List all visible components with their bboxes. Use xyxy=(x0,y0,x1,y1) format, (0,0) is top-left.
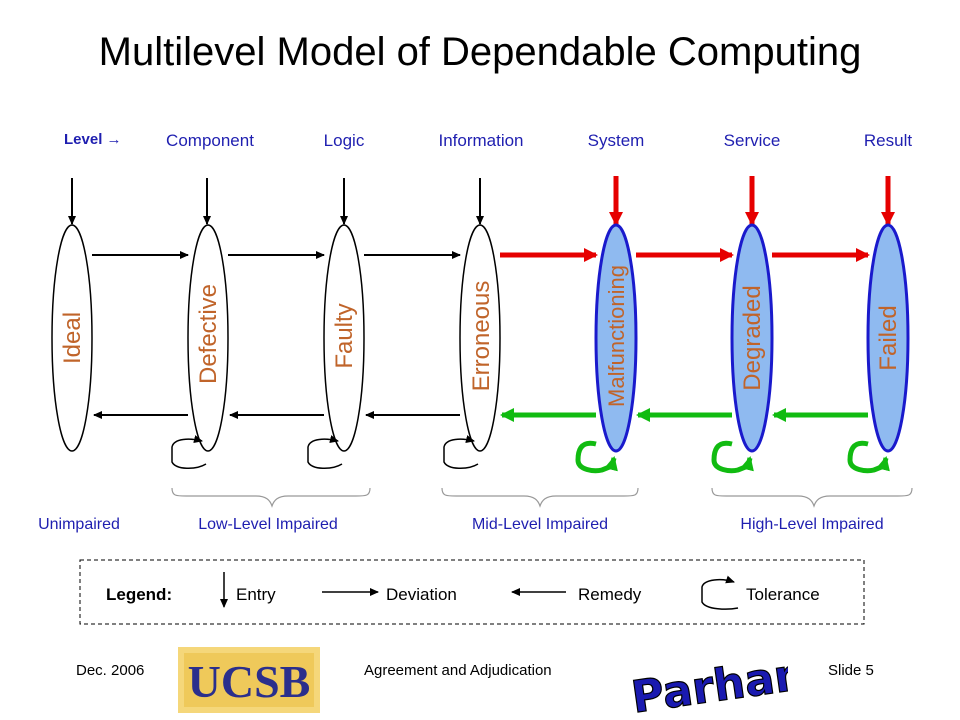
svg-text:UCSB: UCSB xyxy=(188,656,311,707)
state-label-erroneous: Erroneous xyxy=(468,281,495,392)
svg-text:B Parhami: B Parhami xyxy=(628,645,788,718)
tolerance-loop-failed xyxy=(847,440,890,474)
state-label-failed: Failed xyxy=(875,305,902,370)
state-label-faulty: Faulty xyxy=(331,303,358,368)
ucsb-logo: UCSB xyxy=(178,647,320,713)
legend-title: Legend: xyxy=(106,585,172,604)
footer-date: Dec. 2006 xyxy=(76,662,145,679)
legend-deviation-label: Deviation xyxy=(386,585,457,604)
level-information: Information xyxy=(438,131,523,150)
footer-title: Agreement and Adjudication xyxy=(364,662,552,679)
slide-title: Multilevel Model of Dependable Computing xyxy=(98,30,862,74)
group-mid-level: Mid-Level Impaired xyxy=(472,516,608,533)
level-axis-label: Level → xyxy=(64,131,122,148)
state-ellipse-failed xyxy=(866,223,910,453)
level-result: Result xyxy=(864,131,912,150)
group-low-level: Low-Level Impaired xyxy=(198,516,338,533)
brace-high-level xyxy=(711,487,913,508)
tolerance-loop-malfunctioning xyxy=(575,440,618,474)
group-unimpaired: Unimpaired xyxy=(38,516,120,533)
state-ellipse-malfunctioning xyxy=(594,223,638,453)
legend-remedy-label: Remedy xyxy=(578,585,642,604)
level-system: System xyxy=(588,131,645,150)
level-service: Service xyxy=(724,131,781,150)
state-ellipse-erroneous xyxy=(459,224,501,452)
state-label-degraded: Degraded xyxy=(739,285,766,390)
author-signature-logo: B Parhami xyxy=(628,644,788,718)
legend-tolerance-icon xyxy=(701,575,739,610)
state-ellipse-degraded xyxy=(730,223,774,453)
state-label-malfunctioning: Malfunctioning xyxy=(604,265,629,407)
tolerance-loop-erroneous xyxy=(443,435,479,469)
level-logic: Logic xyxy=(324,131,365,150)
level-component: Component xyxy=(166,131,254,150)
brace-mid-level xyxy=(441,487,639,508)
brace-low-level xyxy=(171,487,371,508)
state-ellipse-faulty xyxy=(323,224,365,452)
tolerance-loop-degraded xyxy=(711,440,754,474)
legend-entry-label: Entry xyxy=(236,585,276,604)
group-high-level: High-Level Impaired xyxy=(740,516,883,533)
state-ellipse-defective xyxy=(187,224,229,452)
legend-box xyxy=(79,559,865,625)
tolerance-loop-faulty xyxy=(307,435,343,469)
legend-tolerance-label: Tolerance xyxy=(746,585,820,604)
state-ellipse-ideal xyxy=(51,224,93,452)
footer-slide-number: Slide 5 xyxy=(828,662,874,679)
state-label-ideal: Ideal xyxy=(59,312,86,364)
state-label-defective: Defective xyxy=(195,284,222,384)
tolerance-loop-defective xyxy=(171,435,207,469)
